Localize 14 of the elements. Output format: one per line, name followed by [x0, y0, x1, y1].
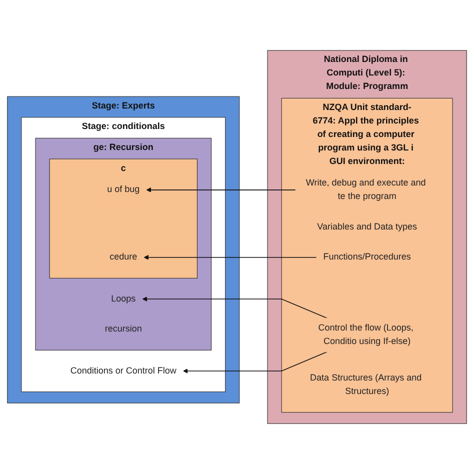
arrow: [182, 351, 328, 374]
node-text: Data Structures (Arrays and Structures): [310, 372, 422, 396]
arrow: [146, 187, 296, 192]
arrow: [142, 296, 328, 319]
node-text: Loops: [111, 294, 136, 304]
node-text: Write, debug and execute and te the program: [306, 178, 426, 202]
node-text: u of bug: [107, 184, 140, 194]
node-text: cedure: [110, 252, 138, 262]
node-text: Conditions or Control Flow: [70, 366, 176, 376]
node-text: recursion: [104, 324, 142, 334]
node-text: Variables and Data types: [317, 222, 418, 232]
node-text: Functions/Procedures: [323, 252, 411, 262]
node-text: Control the flow (Loops, Conditio using If-else): [318, 323, 414, 346]
arrow: [144, 254, 317, 260]
